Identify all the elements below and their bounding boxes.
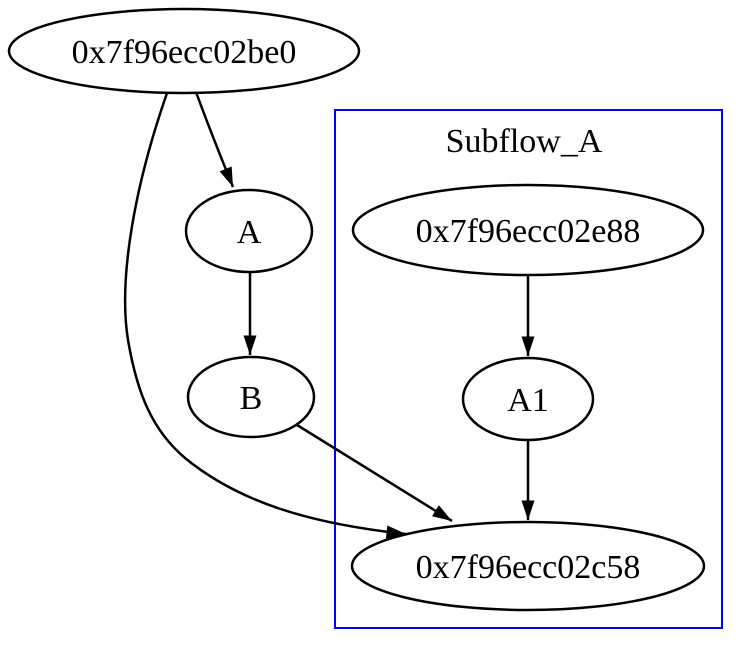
edge-be0-to-a — [194, 91, 235, 188]
edge-layer — [123, 91, 535, 539]
node-be0-label: 0x7f96ecc02be0 — [72, 34, 297, 71]
node-a-shape — [184, 188, 314, 274]
edge-b-to-c58 — [296, 423, 453, 523]
node-b-shape — [186, 355, 316, 439]
edge-be0-to-c58 — [123, 92, 407, 539]
node-e88-shape — [351, 183, 705, 277]
node-a: A — [184, 188, 314, 274]
node-e88-label: 0x7f96ecc02e88 — [416, 213, 641, 250]
node-c58-label: 0x7f96ecc02c58 — [416, 549, 641, 586]
node-c58: 0x7f96ecc02c58 — [350, 520, 706, 612]
node-e88: 0x7f96ecc02e88 — [351, 183, 705, 277]
node-b-label: B — [240, 380, 263, 417]
node-a1: A1 — [461, 356, 595, 442]
cluster-subflow-a: Subflow_A — [334, 109, 723, 629]
node-a1-shape — [461, 356, 595, 442]
node-a1-label: A1 — [507, 382, 549, 419]
node-be0: 0x7f96ecc02be0 — [7, 7, 361, 95]
cluster-subflow-a-label: Subflow_A — [446, 123, 603, 160]
node-be0-shape — [7, 7, 361, 95]
cluster-subflow-a-border — [334, 109, 723, 629]
node-c58-shape — [350, 520, 706, 612]
node-b: B — [186, 355, 316, 439]
node-a-label: A — [237, 214, 262, 251]
